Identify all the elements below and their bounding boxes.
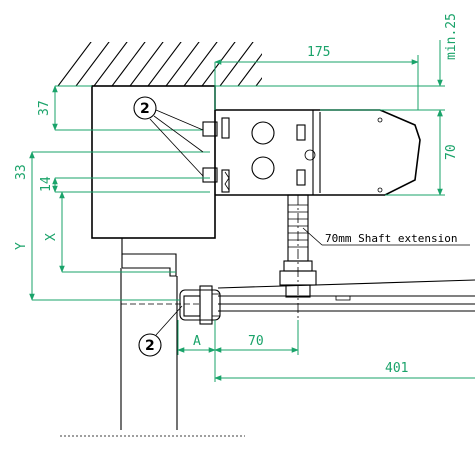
callout-bottom: 2 — [138, 305, 183, 357]
dim-y: Y — [14, 242, 29, 250]
callout-top-number: 2 — [140, 101, 150, 117]
ceiling-hatch — [57, 42, 262, 87]
dim-a: A — [193, 334, 201, 349]
door-operator — [202, 109, 421, 196]
shaft-extension — [279, 194, 317, 330]
dim-37: 37 — [37, 100, 52, 116]
dim-33: 33 — [14, 164, 29, 180]
dim-14: 14 — [39, 176, 54, 192]
shaft-extension-annotation: 70mm Shaft extension — [302, 227, 470, 246]
callout-top: 2 — [133, 96, 204, 177]
dim-401: 401 — [385, 361, 408, 376]
lintel-block — [91, 85, 216, 239]
operator-arm — [179, 279, 475, 325]
dim-70-vertical: 70 — [444, 144, 459, 160]
door-frame — [60, 238, 245, 437]
dimension-lines — [29, 40, 475, 382]
dim-x: X — [44, 233, 59, 241]
dim-175: 175 — [307, 45, 330, 60]
shaft-extension-label: 70mm Shaft extension — [325, 232, 457, 245]
callout-bottom-number: 2 — [145, 338, 155, 354]
dim-70-horizontal: 70 — [248, 334, 264, 349]
dim-min25: min.25 — [444, 13, 459, 60]
